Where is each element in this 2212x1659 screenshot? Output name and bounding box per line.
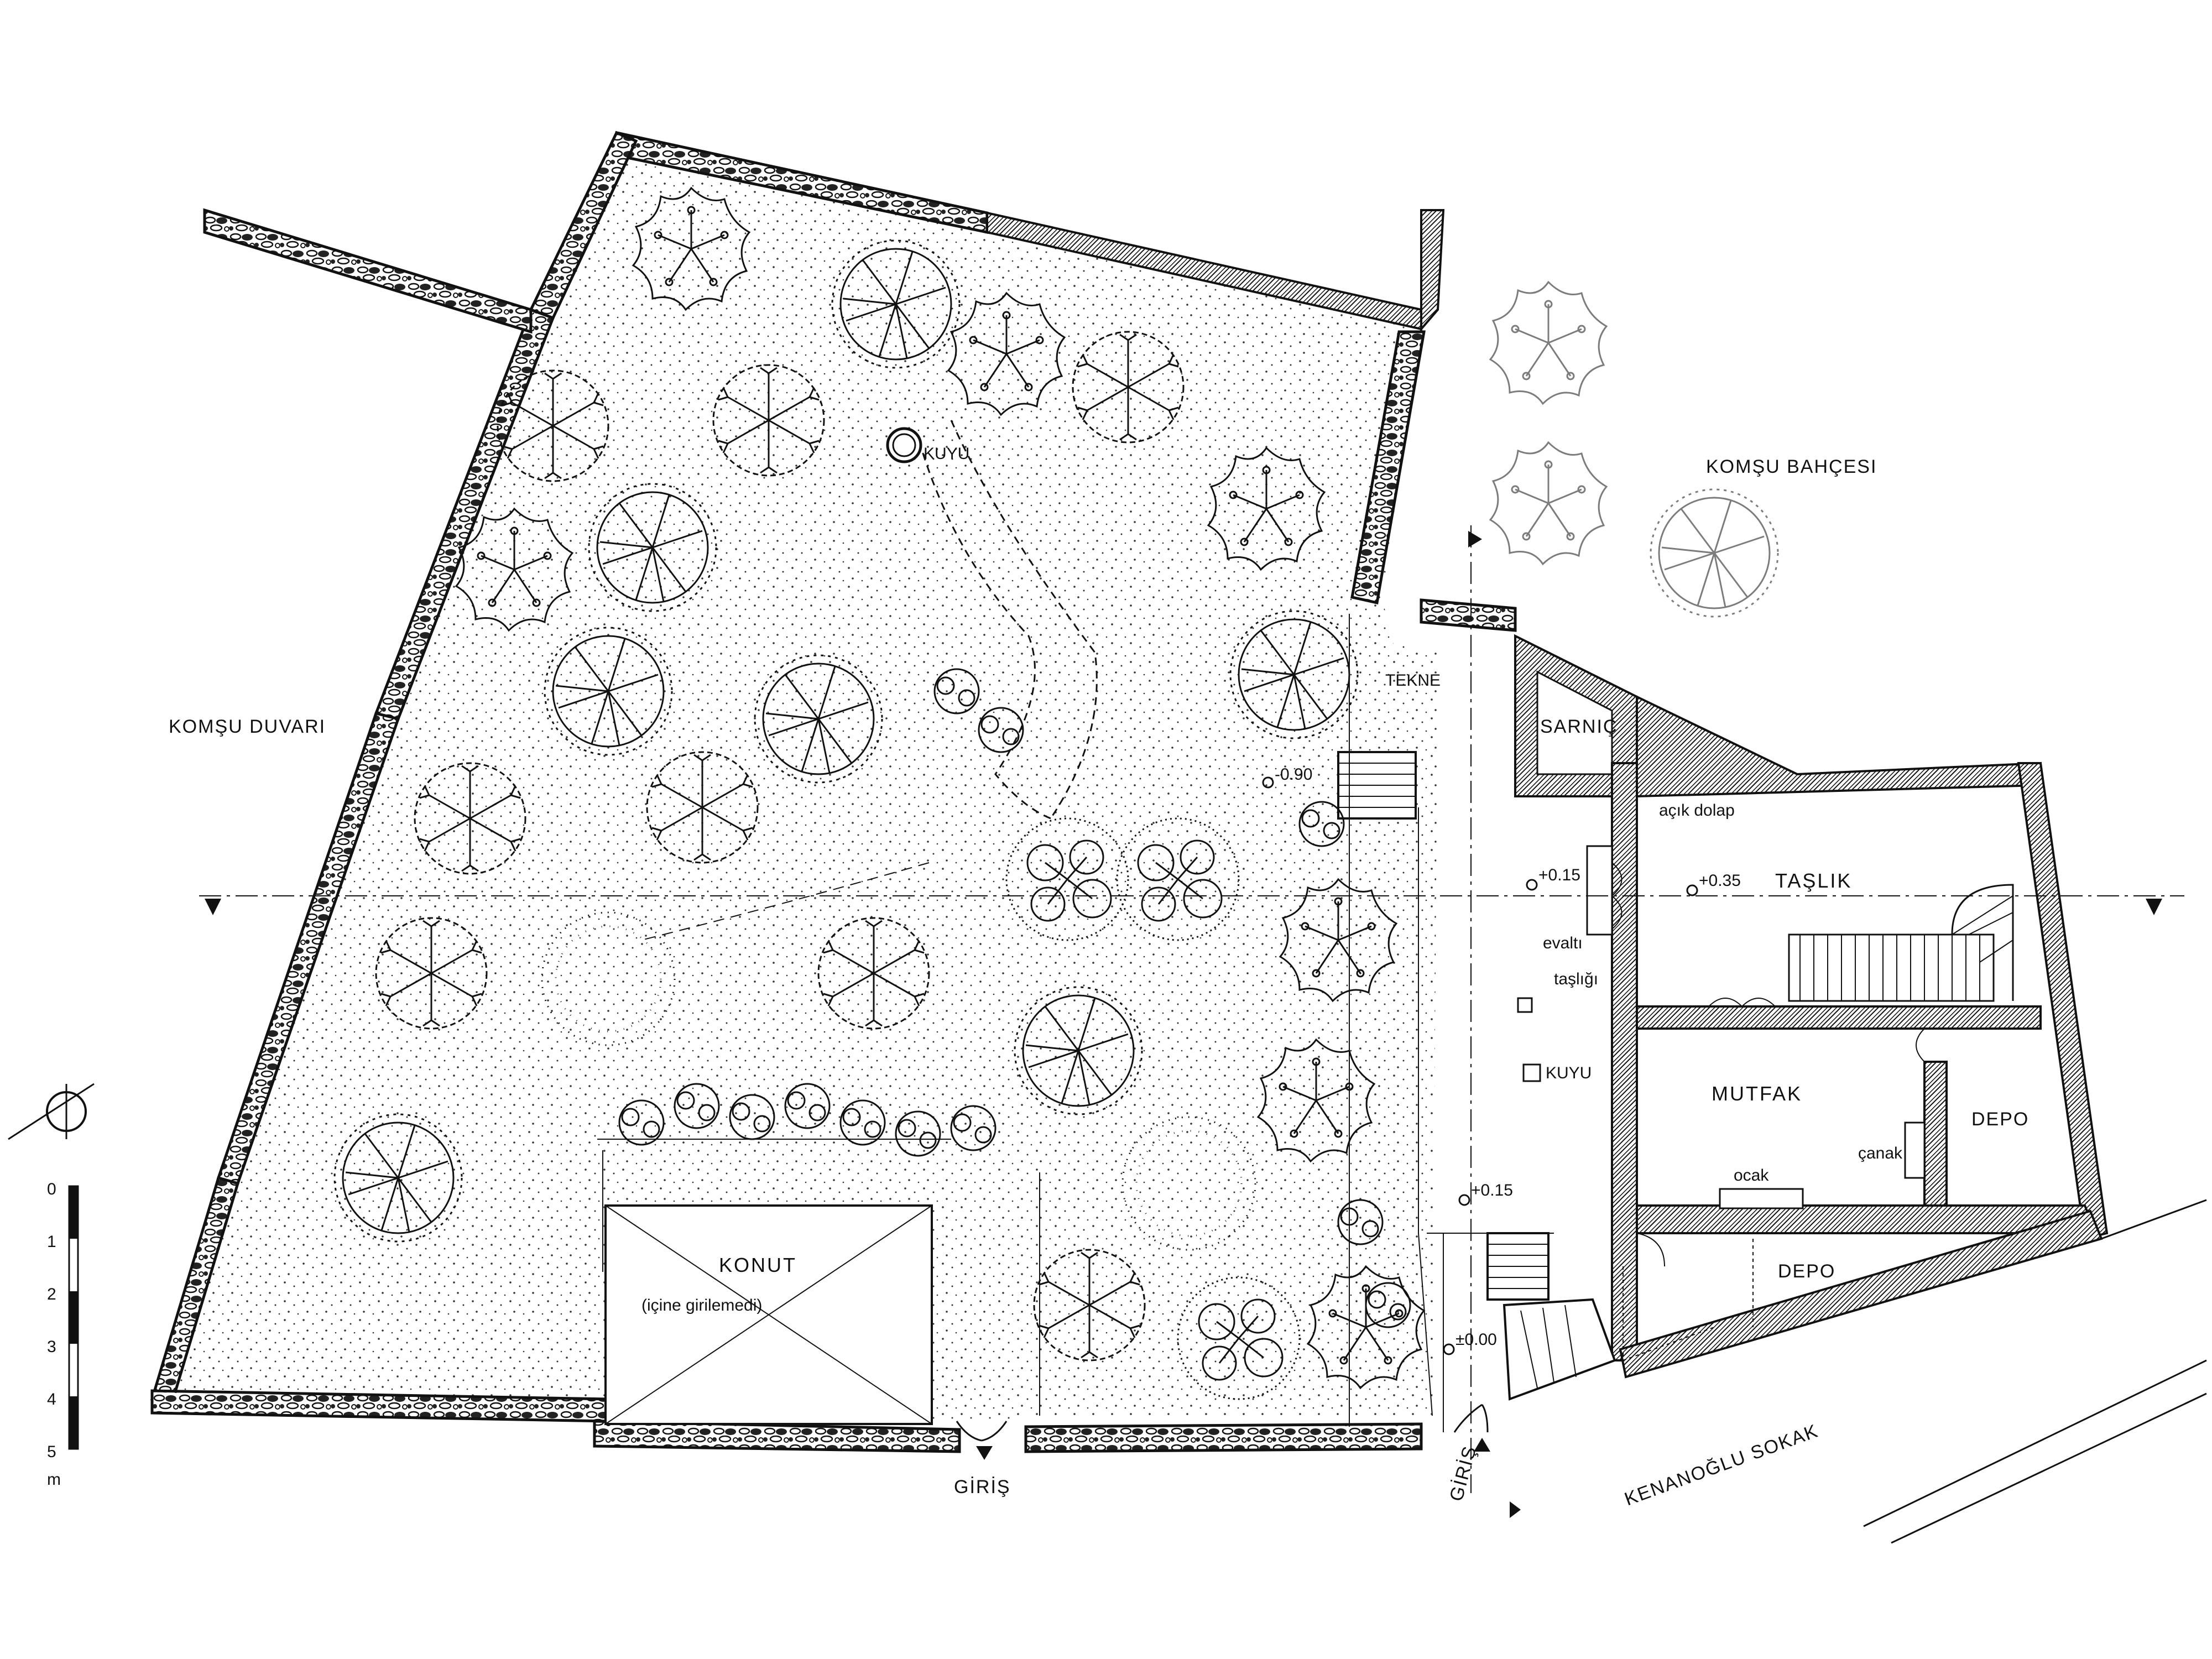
interior-features — [1517, 845, 2014, 1361]
label-depo-1: DEPO — [1971, 1109, 2029, 1130]
scale-tick-5: 5 — [47, 1443, 56, 1461]
level-015a: +0.15 — [1538, 866, 1580, 884]
street — [1863, 1199, 2207, 1544]
garden-stone-wall — [150, 131, 1517, 1453]
scale-bar — [68, 1185, 79, 1450]
well-icon — [886, 427, 922, 463]
section-line — [199, 525, 2184, 1518]
scale-ticks: 0 1 2 3 4 5 m — [47, 1180, 61, 1489]
level-035: +0.35 — [1699, 872, 1741, 890]
label-mutfak: MUTFAK — [1712, 1082, 1802, 1105]
scale-tick-2: 2 — [47, 1285, 56, 1303]
section-marker-icon — [2146, 899, 2162, 915]
label-tekne: TEKNE — [1385, 671, 1441, 690]
scale-tick-4: 4 — [47, 1390, 56, 1408]
stairs — [1337, 751, 1616, 1401]
label-canak: çanak — [1858, 1144, 1903, 1162]
entrance-gate — [956, 1404, 1490, 1460]
section-marker-icon — [205, 899, 221, 915]
north-arrow-icon — [8, 1083, 95, 1140]
label-sarnic: SARNIÇ — [1540, 716, 1618, 737]
label-depo-2: DEPO — [1778, 1261, 1835, 1282]
label-konut: KONUT — [719, 1254, 797, 1276]
label-giris-2: GİRİŞ — [1446, 1443, 1480, 1504]
label-evalti: evaltı — [1543, 934, 1583, 952]
house-building — [1514, 634, 2109, 1379]
label-taslik: TAŞLIK — [1775, 869, 1852, 892]
level-015b: +0.15 — [1471, 1181, 1513, 1199]
scale-tick-1: 1 — [47, 1233, 56, 1251]
konut-building — [604, 1204, 933, 1425]
label-sokak: KENANOĞLU SOKAK — [1622, 1420, 1822, 1510]
label-komsu-bahcesi: KOMŞU BAHÇESI — [1706, 456, 1877, 477]
level-markers — [1262, 776, 1698, 1355]
label-komsu-duvari: KOMŞU DUVARI — [169, 716, 326, 737]
scale-unit: m — [47, 1470, 61, 1489]
level-000: ±0.00 — [1455, 1331, 1497, 1349]
label-kuyu-garden: KUYU — [924, 445, 969, 463]
garden-ground — [160, 141, 1438, 1421]
level-090: -0.90 — [1275, 765, 1312, 784]
garden-path — [917, 420, 1098, 820]
scale-tick-3: 3 — [47, 1338, 56, 1356]
label-giris-1: GİRİŞ — [954, 1477, 1011, 1498]
scale-tick-0: 0 — [47, 1180, 56, 1198]
label-ocak: ocak — [1734, 1166, 1769, 1185]
label-kuyu-yard: KUYU — [1546, 1064, 1592, 1082]
courtyard-lines — [597, 614, 1554, 1432]
label-acik-dolap: açık dolap — [1659, 801, 1735, 820]
label-konut-note: (içine girilemedi) — [641, 1296, 762, 1314]
neighbour-trees — [1489, 281, 1779, 618]
label-tasligi: taşlığı — [1554, 970, 1598, 988]
